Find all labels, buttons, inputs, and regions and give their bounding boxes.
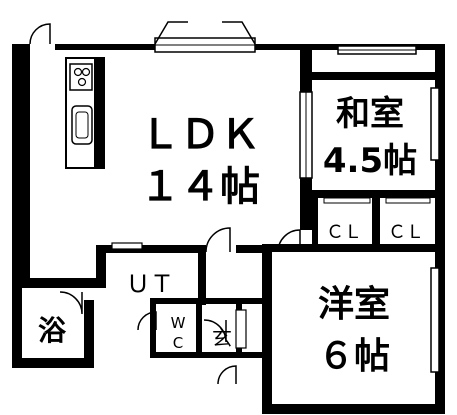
washitsu-name-label: 和室 <box>336 94 404 134</box>
youshitsu-name-label: 洋室 <box>318 284 390 325</box>
entrance-label: 玄 <box>212 326 232 350</box>
wc-label-bottom: C <box>173 334 183 352</box>
closet-left-label: ＣＬ <box>326 222 362 243</box>
youshitsu-size-label: ６帖 <box>318 336 390 377</box>
wc-label-top: W <box>171 314 186 332</box>
door-swings <box>59 227 301 385</box>
ldk-name-label: ＬＤＫ <box>140 112 260 158</box>
ldk-size-label: １４帖 <box>140 164 260 210</box>
bath-label: 浴 <box>38 314 67 347</box>
kitchen-counter <box>26 50 105 278</box>
washitsu-size-label: 4.5帖 <box>323 141 417 181</box>
closet-right-label: ＣＬ <box>388 222 424 243</box>
windows <box>29 21 440 373</box>
utility-label: ＵＴ <box>126 270 174 298</box>
